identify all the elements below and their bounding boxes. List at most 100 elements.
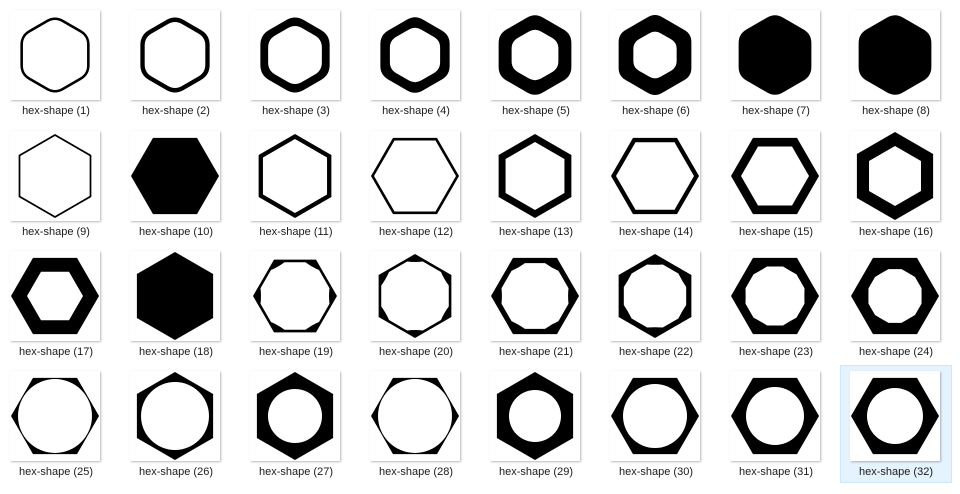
file-item[interactable]: hex-shape (15): [720, 125, 832, 243]
hexagon-concave-corners-thin-icon: [378, 254, 452, 338]
file-item[interactable]: hex-shape (14): [600, 125, 712, 243]
file-thumbnail[interactable]: [250, 131, 340, 221]
file-item[interactable]: hex-shape (22): [600, 245, 712, 363]
hexagon-circle-cutout-heavy-icon: [496, 372, 574, 460]
file-item[interactable]: hex-shape (26): [120, 365, 232, 483]
file-thumbnail[interactable]: [610, 371, 700, 461]
file-thumbnail[interactable]: [370, 131, 460, 221]
file-item[interactable]: hex-shape (12): [360, 125, 472, 243]
hexagon-concave-corners-thick-icon: [731, 257, 819, 335]
file-thumbnail[interactable]: [370, 10, 460, 100]
file-item[interactable]: hex-shape (28): [360, 365, 472, 483]
hexagon-thick-outline-icon: [731, 137, 819, 215]
file-thumbnail[interactable]: [10, 371, 100, 461]
file-thumbnail[interactable]: [490, 251, 580, 341]
file-item[interactable]: hex-shape (29): [480, 365, 592, 483]
file-name-label: hex-shape (25): [19, 466, 93, 478]
file-name-label: hex-shape (14): [619, 226, 693, 238]
file-thumbnail[interactable]: [370, 251, 460, 341]
file-name-label: hex-shape (32): [859, 466, 933, 478]
hexagon-thick-outline-icon: [498, 134, 572, 218]
file-thumbnail[interactable]: [490, 131, 580, 221]
file-item[interactable]: hex-shape (10): [120, 125, 232, 243]
file-thumbnail[interactable]: [10, 10, 100, 100]
file-thumbnail[interactable]: [10, 251, 100, 341]
file-name-label: hex-shape (9): [22, 226, 90, 238]
file-item[interactable]: hex-shape (6): [600, 4, 712, 122]
file-item[interactable]: hex-shape (31): [720, 365, 832, 483]
file-name-label: hex-shape (17): [19, 346, 93, 358]
rounded-hexagon-heavy-outline-icon: [618, 15, 692, 95]
file-name-label: hex-shape (13): [499, 226, 573, 238]
file-item[interactable]: hex-shape (9): [0, 125, 112, 243]
file-item[interactable]: hex-shape (18): [120, 245, 232, 363]
file-thumbnail[interactable]: [130, 251, 220, 341]
file-thumbnail[interactable]: [730, 131, 820, 221]
hexagon-concave-corners-thin-icon: [253, 259, 337, 333]
file-thumbnail[interactable]: [730, 10, 820, 100]
file-item[interactable]: hex-shape (5): [480, 4, 592, 122]
file-item[interactable]: hex-shape (8): [840, 4, 952, 122]
file-item[interactable]: hex-shape (3): [240, 4, 352, 122]
file-name-label: hex-shape (15): [739, 226, 813, 238]
hexagon-medium-outline-icon: [258, 134, 332, 218]
file-name-label: hex-shape (11): [259, 226, 333, 238]
file-thumbnail[interactable]: [850, 371, 940, 461]
file-item[interactable]: hex-shape (2): [120, 4, 232, 122]
file-item[interactable]: hex-shape (19): [240, 245, 352, 363]
file-thumbnail[interactable]: [130, 371, 220, 461]
file-item[interactable]: hex-shape (25): [0, 365, 112, 483]
file-thumbnail[interactable]: [610, 251, 700, 341]
rounded-hexagon-thick-outline-icon: [380, 17, 450, 93]
file-thumbnail[interactable]: [130, 131, 220, 221]
rounded-hexagon-thin-outline-icon: [20, 17, 90, 93]
file-item[interactable]: hex-shape (23): [720, 245, 832, 363]
rounded-hexagon-solid-icon: [858, 15, 932, 95]
file-item[interactable]: hex-shape (24): [840, 245, 952, 363]
file-item[interactable]: hex-shape (21): [480, 245, 592, 363]
file-item[interactable]: hex-shape (13): [480, 125, 592, 243]
file-name-label: hex-shape (16): [859, 226, 933, 238]
file-name-label: hex-shape (10): [139, 226, 213, 238]
file-item[interactable]: hex-shape (4): [360, 4, 472, 122]
file-thumbnail[interactable]: [610, 10, 700, 100]
hexagon-circle-cutout-thin-icon: [136, 372, 214, 460]
file-item[interactable]: hex-shape (20): [360, 245, 472, 363]
file-item[interactable]: hex-shape (17): [0, 245, 112, 363]
hexagon-concave-corners-medium-icon: [618, 254, 692, 338]
file-thumbnail[interactable]: [250, 251, 340, 341]
file-name-label: hex-shape (20): [379, 346, 453, 358]
rounded-hexagon-medium-outline-icon: [140, 17, 210, 93]
file-thumbnail[interactable]: [490, 371, 580, 461]
file-thumbnail[interactable]: [490, 10, 580, 100]
file-item[interactable]: hex-shape (16): [840, 125, 952, 243]
file-name-label: hex-shape (30): [619, 466, 693, 478]
file-thumbnail[interactable]: [130, 10, 220, 100]
file-name-label: hex-shape (1): [22, 105, 90, 117]
file-item[interactable]: hex-shape (7): [720, 4, 832, 122]
hexagon-solid-icon: [136, 252, 214, 340]
file-item[interactable]: hex-shape (30): [600, 365, 712, 483]
file-thumbnail[interactable]: [250, 371, 340, 461]
file-thumbnail[interactable]: [730, 371, 820, 461]
file-thumbnail[interactable]: [10, 131, 100, 221]
file-item[interactable]: hex-shape (11): [240, 125, 352, 243]
file-thumbnail[interactable]: [850, 251, 940, 341]
file-name-label: hex-shape (27): [259, 466, 333, 478]
file-name-label: hex-shape (5): [502, 105, 570, 117]
file-thumbnail[interactable]: [250, 10, 340, 100]
file-name-label: hex-shape (22): [619, 346, 693, 358]
hexagon-circle-cutout-medium-icon: [851, 377, 939, 455]
hexagon-outline-icon: [371, 137, 459, 215]
file-name-label: hex-shape (26): [139, 466, 213, 478]
hexagon-circle-cutout-thin-icon: [611, 377, 699, 455]
file-item[interactable]: hex-shape (32): [840, 365, 952, 483]
file-thumbnail[interactable]: [850, 131, 940, 221]
file-thumbnail[interactable]: [850, 10, 940, 100]
file-thumbnail[interactable]: [610, 131, 700, 221]
file-thumbnail[interactable]: [370, 371, 460, 461]
file-thumbnail[interactable]: [730, 251, 820, 341]
file-item[interactable]: hex-shape (27): [240, 365, 352, 483]
file-item[interactable]: hex-shape (1): [0, 4, 112, 122]
file-name-label: hex-shape (28): [379, 466, 453, 478]
